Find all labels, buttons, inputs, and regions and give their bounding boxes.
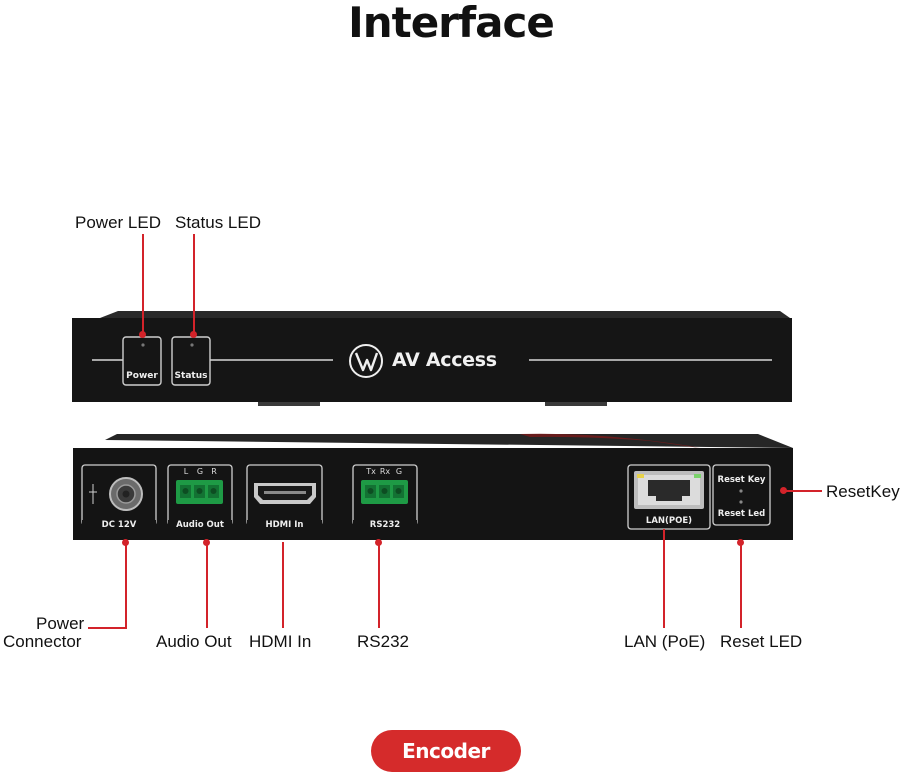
callout-power-led: Power LED [75, 213, 161, 232]
power-led-icon [141, 343, 145, 347]
reset-key-label: Reset Key [717, 475, 766, 485]
callout-audio-out: Audio Out [156, 632, 232, 651]
rs232-pin-g: G [395, 467, 403, 476]
page-title: Interface [348, 0, 555, 47]
status-led-icon [190, 343, 194, 347]
encoder-badge: Encoder [371, 730, 521, 772]
callout-status-led: Status LED [175, 213, 261, 232]
audio-pin-r: R [211, 467, 217, 476]
reset-key-icon [739, 489, 743, 493]
callout-line-status-led [193, 234, 195, 334]
callout-rs232: RS232 [357, 632, 409, 651]
front-panel-top-edge [100, 311, 790, 318]
audio-pin-g: G [196, 467, 204, 476]
hdmi-port-label: HDMI In [247, 520, 322, 530]
callout-line-lan [663, 529, 665, 628]
brand-name: AV Access [392, 349, 497, 371]
callout-dot-power-led [139, 331, 146, 338]
callout-hdmi-in: HDMI In [249, 632, 312, 651]
audio-port-label: Audio Out [168, 520, 232, 530]
callout-dot-reset-key [780, 487, 787, 494]
reset-led-label: Reset Led [717, 509, 766, 519]
rs232-pin-rx: Rx [379, 467, 391, 476]
audio-pin-l: L [183, 467, 189, 476]
reset-led-icon [739, 500, 743, 504]
callout-line-reset-led [740, 542, 742, 628]
callout-power-connector-line2: Connector [3, 632, 82, 651]
callout-reset-led: Reset LED [720, 632, 803, 651]
callout-dot-status-led [190, 331, 197, 338]
dc-port-label: DC 12V [82, 520, 156, 530]
callout-line-reset-key [786, 490, 822, 492]
callout-power-connector-line1: Power [36, 614, 85, 633]
callout-line-power-led [142, 234, 144, 334]
callout-line-audio-out [206, 542, 208, 628]
callout-reset-key: ResetKey [826, 482, 900, 501]
power-led-label: Power [126, 371, 158, 381]
callout-lan-poe: LAN (PoE) [624, 632, 706, 651]
rear-panel-top-edge [105, 434, 793, 448]
rs232-port-label: RS232 [353, 520, 417, 530]
callout-line-power-connector [125, 542, 127, 628]
callout-line-power-connector-h [88, 627, 127, 629]
rs232-pin-tx: Tx [366, 467, 376, 476]
callout-line-rs232 [378, 542, 380, 628]
lan-port-label: LAN(POE) [645, 516, 693, 526]
status-led-label: Status [174, 371, 208, 381]
callout-line-hdmi-in [282, 542, 284, 628]
lan-port-box [627, 464, 711, 530]
av-access-logo-icon [349, 344, 383, 378]
reset-box [712, 464, 771, 526]
